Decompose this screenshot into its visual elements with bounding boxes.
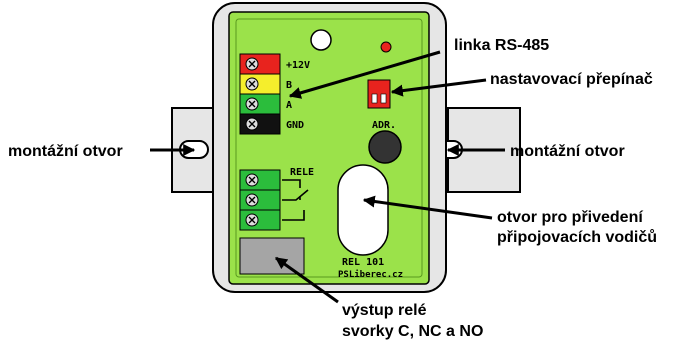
brand-label: PSLiberec.cz [338, 269, 403, 280]
arrow-dip-switch [390, 78, 487, 97]
screw-icon [245, 173, 259, 187]
callout-wire-hole-line1: otvor pro přivedení [497, 209, 643, 226]
address-label: ADR. [372, 120, 396, 131]
status-led [380, 41, 392, 53]
screw-icon [245, 97, 259, 111]
callout-bus: linka RS-485 [454, 37, 549, 54]
address-button[interactable] [368, 130, 402, 164]
arrow-bus [288, 50, 441, 99]
screw-icon [245, 117, 259, 131]
pcb-trace-frame [235, 18, 423, 278]
callout-relay-output-line2: svorky C, NC a NO [342, 323, 483, 340]
terminal-label-b: B [286, 80, 292, 91]
callout-relay-output-line1: výstup relé [342, 302, 427, 319]
screw-icon [245, 193, 259, 207]
screw-icon [245, 213, 259, 227]
screw-icon [245, 57, 259, 71]
wire-entry-hole [337, 164, 389, 256]
relay-contact-symbol [282, 179, 309, 221]
terminal-label-a: A [286, 100, 292, 111]
top-hole [310, 29, 332, 51]
callout-wire-hole-line2: připojovacích vodičů [497, 229, 657, 246]
relay-output-opening [239, 237, 305, 275]
bus-terminal-block [239, 53, 281, 135]
callout-dip-switch: nastavovací přepínač [490, 71, 653, 88]
dip-switch[interactable] [367, 79, 391, 109]
callout-mount-hole-left: montážní otvor [8, 143, 123, 160]
callout-mount-hole-right: montážní otvor [510, 143, 625, 160]
arrow-wire-hole [362, 195, 493, 220]
relay-terminal-block [239, 169, 281, 231]
terminal-label-gnd: GND [286, 120, 304, 131]
relay-label: RELE [290, 167, 314, 178]
screw-icon [245, 77, 259, 91]
arrow-relay-output [275, 256, 339, 304]
model-label: REL 101 [342, 257, 384, 268]
terminal-label-+12v: +12V [286, 60, 310, 71]
